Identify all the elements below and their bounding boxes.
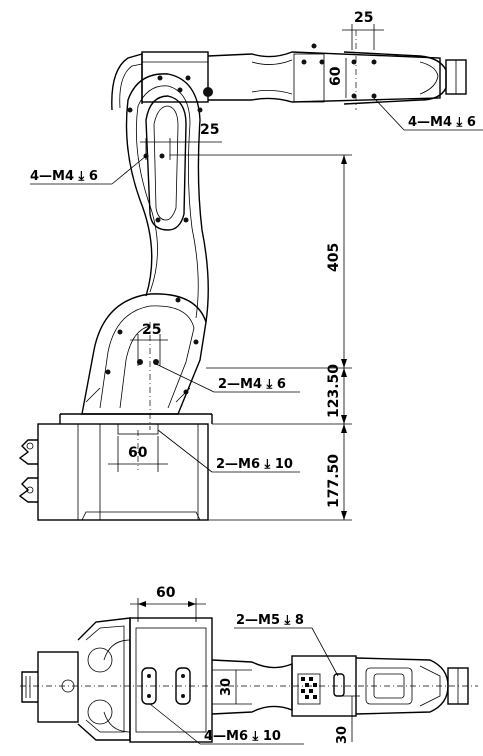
dim-base-width-label: 25 [142, 322, 161, 338]
dim-top-view-width-label: 60 [156, 585, 176, 601]
dim-forearm-height: 60 [328, 58, 347, 98]
callout-bottom-holes-label: 4—M6 ⤓ 10 [204, 729, 281, 744]
callout-wrist-holes: 4—M4 ⤓ 6 [373, 97, 483, 131]
shoulder-pedestal [81, 293, 207, 415]
callout-arm-holes-label: 4—M4 ⤓ 6 [30, 169, 98, 184]
callout-top-holes: 2—M5 ⤓ 8 [234, 613, 339, 677]
callout-top-holes-label: 2—M5 ⤓ 8 [236, 613, 304, 628]
dim-forearm-height-label: 60 [328, 66, 344, 86]
dim-top-view-height-b-label: 30 [335, 726, 350, 744]
dim-base-width: 25 [130, 322, 168, 366]
callout-base-holes-label: 2—M4 ⤓ 6 [218, 377, 286, 392]
dim-vertical-middle-label: 123.50 [326, 364, 342, 418]
top-base [21, 617, 131, 741]
callout-wrist-holes-label: 4—M4 ⤓ 6 [408, 115, 476, 130]
callout-bottom-holes: 4—M6 ⤓ 10 [149, 703, 304, 745]
dim-flange-width-label: 60 [128, 445, 148, 461]
dim-top-view-width: 60 [130, 585, 206, 622]
dim-flange-width: 60 [108, 436, 168, 472]
callout-flange-holes-label: 2—M6 ⤓ 10 [216, 457, 293, 472]
elbow-housing [111, 51, 213, 111]
dim-arm-width: 25 [140, 122, 222, 160]
side-view: 25 60 25 25 60 [18, 10, 483, 521]
top-shoulder [103, 617, 213, 743]
callout-flange-holes: 2—M6 ⤓ 10 [157, 429, 300, 473]
callout-base-holes: 2—M4 ⤓ 6 [155, 363, 300, 393]
dim-top-width-label: 25 [354, 10, 373, 26]
dim-top-width: 25 [342, 10, 384, 50]
upper-arm [125, 73, 209, 323]
dim-vertical-lower-label: 177.50 [326, 454, 342, 508]
dim-vertical-upper-label: 405 [326, 243, 342, 272]
dim-top-view-height-a-label: 30 [219, 678, 234, 696]
top-view: 60 30 30 2—M5 ⤓ 8 4—M6 ⤓ 10 [20, 585, 478, 745]
dim-top-view-height-b: 30 [335, 695, 360, 744]
forearm [207, 43, 467, 105]
dim-top-view-height-a: 30 [219, 670, 237, 704]
callout-arm-holes: 4—M4 ⤓ 6 [30, 155, 147, 185]
dim-vertical-chain: 405 123.50 177.50 [170, 154, 352, 521]
dim-arm-width-label: 25 [200, 122, 219, 138]
base-housing [18, 413, 213, 521]
